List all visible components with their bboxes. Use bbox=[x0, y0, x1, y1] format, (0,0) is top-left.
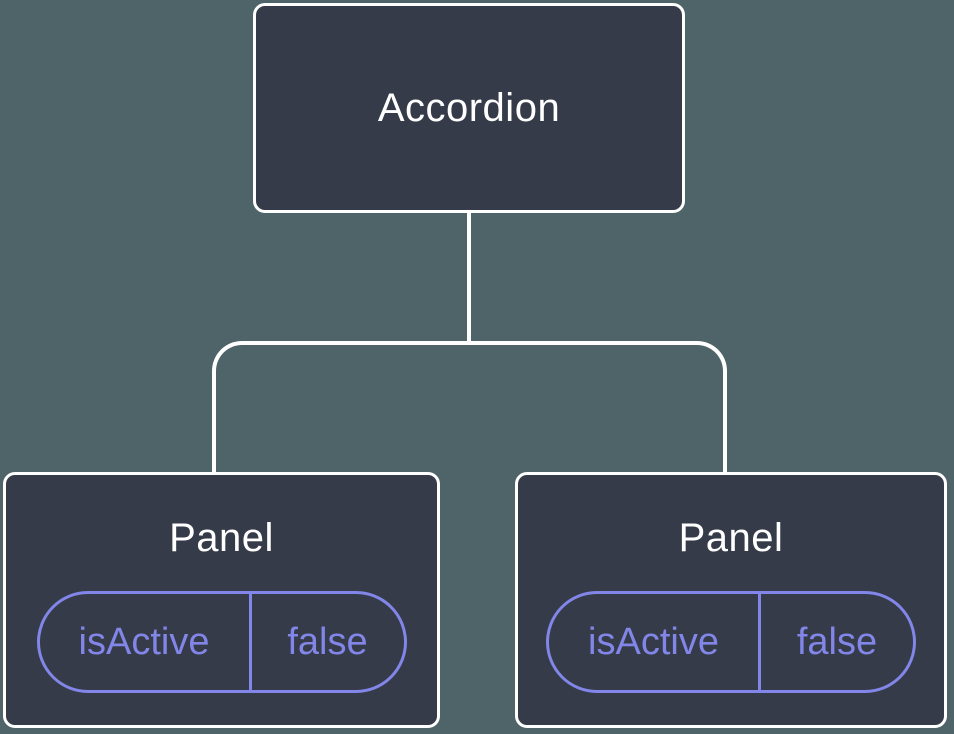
accordion-node-label: Accordion bbox=[377, 86, 561, 130]
tree-node-panel-2: Panel isActive false bbox=[515, 472, 947, 728]
tree-connector-branch bbox=[212, 341, 727, 472]
panel-1-prop-value: false bbox=[287, 620, 368, 663]
panel-1-prop-name: isActive bbox=[40, 594, 252, 690]
panel-2-prop-pill: isActive false bbox=[546, 591, 916, 693]
panel-1-label: Panel bbox=[169, 516, 274, 560]
tree-node-panel-1: Panel isActive false bbox=[3, 472, 440, 728]
tree-node-accordion: Accordion bbox=[253, 3, 685, 213]
panel-2-prop-value: false bbox=[796, 620, 878, 663]
panel-1-prop-pill: isActive false bbox=[36, 591, 407, 693]
tree-connector-stem bbox=[467, 211, 471, 343]
panel-2-prop-name: isActive bbox=[549, 594, 761, 690]
panel-2-label: Panel bbox=[678, 516, 784, 560]
